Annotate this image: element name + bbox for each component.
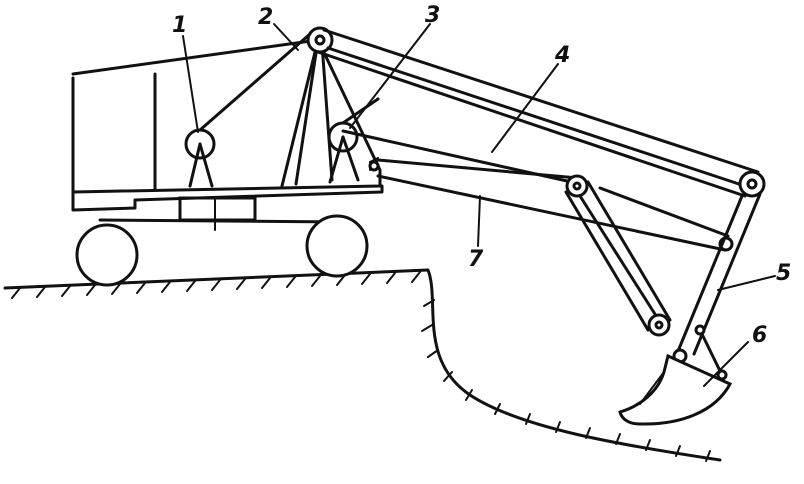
leader-lines bbox=[182, 23, 776, 387]
callout-6: 6 bbox=[752, 323, 767, 348]
front-wheel bbox=[75, 223, 139, 287]
machine-house bbox=[71, 38, 384, 212]
winch-drum-3 bbox=[327, 121, 360, 184]
undercarriage bbox=[75, 196, 369, 287]
deck bbox=[71, 184, 384, 212]
house-outline bbox=[71, 38, 382, 194]
link-4 bbox=[564, 180, 672, 337]
a-frame bbox=[280, 26, 334, 188]
callout-5: 5 bbox=[776, 261, 791, 286]
callout-7: 7 bbox=[468, 247, 484, 272]
ground-line bbox=[3, 268, 722, 462]
rope-2 bbox=[198, 32, 312, 132]
ground bbox=[3, 268, 722, 462]
dipper-5 bbox=[672, 192, 762, 381]
callout-3: 3 bbox=[425, 3, 440, 28]
callout-1: 1 bbox=[172, 13, 187, 38]
callouts: 1 2 3 4 5 6 7 bbox=[172, 3, 791, 348]
callout-2: 2 bbox=[258, 5, 273, 30]
callout-4: 4 bbox=[554, 43, 570, 68]
winch-drum-1 bbox=[184, 128, 216, 188]
ground-hatching bbox=[11, 271, 711, 462]
bucket-6 bbox=[618, 353, 733, 426]
hoist-rope bbox=[326, 46, 747, 188]
rear-wheel bbox=[305, 214, 369, 278]
stick-7 bbox=[376, 158, 734, 252]
turntable-base bbox=[178, 196, 257, 222]
